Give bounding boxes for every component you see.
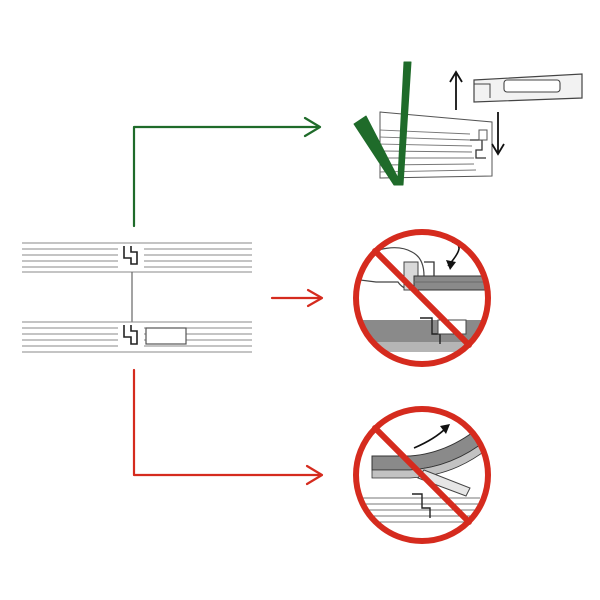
red-arrow-bottom [132,368,324,486]
correct-plank [379,111,493,179]
prohibited-icon [353,406,491,544]
down-arrow-icon [491,112,505,156]
checkmark-icon [353,61,412,186]
up-arrow-icon [449,70,463,110]
correct-method-illustration [353,61,583,186]
tapping-block-tool [473,73,583,103]
prohibited-icon [353,229,491,367]
green-arrow [132,116,322,228]
red-arrow-middle [270,288,324,308]
wrong-method-bend-illustration [353,406,491,544]
upper-joint-notch [118,246,144,269]
wrong-method-lift-illustration [353,229,491,367]
tapping-block [145,327,187,345]
lower-joint-notch [118,325,144,349]
plank-joint-illustration [22,242,252,353]
